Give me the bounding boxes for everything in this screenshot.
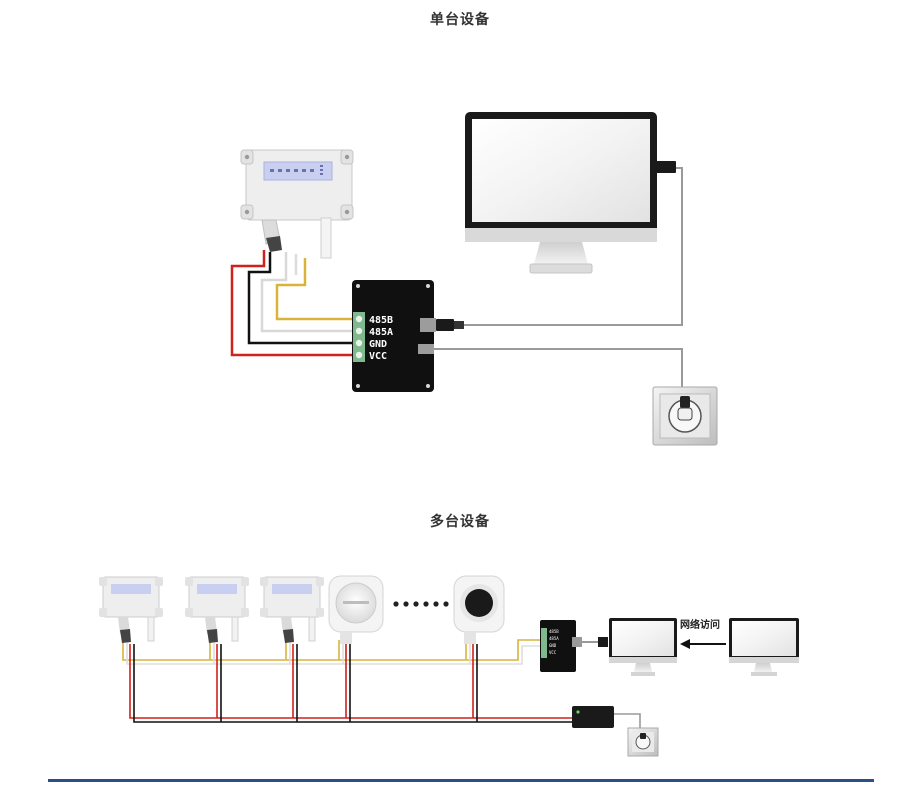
- svg-text:VCC: VCC: [549, 650, 557, 655]
- network-access-label: 网络访问: [680, 618, 720, 631]
- sensor-box-2: [185, 576, 249, 643]
- bus-signal-wires: [122, 639, 544, 665]
- svg-text:GND: GND: [549, 643, 557, 648]
- monitor-local: [609, 618, 677, 676]
- sensor-box-3: [260, 576, 324, 643]
- bus-power-wires: [129, 644, 580, 723]
- ceiling-sensor-dark: [453, 575, 505, 644]
- more-devices-ellipsis: [393, 601, 449, 607]
- multi-device-title: 多台设备: [430, 514, 490, 530]
- terminal-label-485b: 485B: [369, 315, 393, 326]
- monitor: [465, 112, 657, 274]
- rs485-converter-small: 485B 485A GND VCC: [540, 620, 582, 672]
- wall-socket: [652, 386, 718, 446]
- svg-text:485A: 485A: [549, 636, 559, 641]
- wall-socket-small: [627, 727, 659, 757]
- power-cable: [434, 348, 683, 398]
- sensor-box-1: [99, 576, 163, 643]
- terminal-label-vcc: VCC: [369, 351, 387, 362]
- svg-text:485B: 485B: [549, 629, 559, 634]
- ceiling-sensor: [328, 575, 384, 644]
- network-arrow: [680, 639, 726, 649]
- terminal-label-485a: 485A: [369, 327, 393, 338]
- monitor-remote: [729, 618, 799, 676]
- usb-cable: [436, 161, 683, 331]
- sensor-box: [240, 149, 354, 259]
- usb-plug-small: [598, 637, 608, 647]
- power-adapter: [572, 706, 641, 730]
- sensor-wires: [230, 250, 358, 357]
- bottom-divider: [48, 779, 874, 782]
- single-device-title: 单台设备: [430, 12, 490, 28]
- rs485-converter: [352, 280, 436, 392]
- terminal-label-gnd: GND: [369, 339, 387, 350]
